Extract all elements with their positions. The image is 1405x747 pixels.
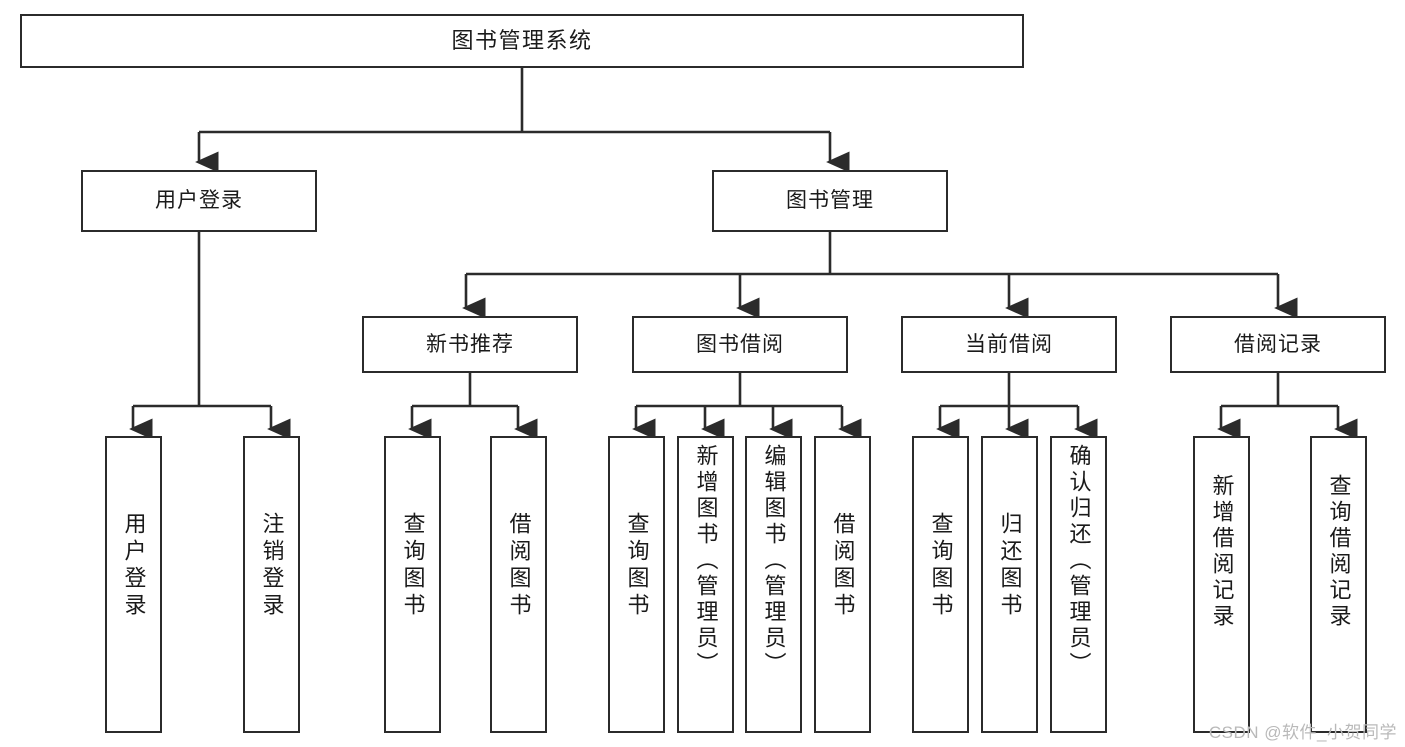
node-root-book-management-system[interactable]: 图书管理系统	[20, 14, 1024, 68]
leaf-borrow-record-add-record[interactable]: 新增借阅记录	[1193, 436, 1250, 733]
node-label: 用户登录	[155, 189, 243, 213]
leaf-new-book-borrow-book[interactable]: 借阅图书	[490, 436, 547, 733]
node-new-book-recommend[interactable]: 新书推荐	[362, 316, 578, 373]
node-current-borrow[interactable]: 当前借阅	[901, 316, 1117, 373]
node-label: 归还图书	[997, 512, 1023, 620]
leaf-current-borrow-query-book[interactable]: 查询图书	[912, 436, 969, 733]
leaf-book-borrow-borrow-book[interactable]: 借阅图书	[814, 436, 871, 733]
node-label: 查询借阅记录	[1326, 474, 1352, 630]
leaf-book-borrow-query-book[interactable]: 查询图书	[608, 436, 665, 733]
node-label: 新增借阅记录	[1209, 474, 1235, 630]
node-label: 图书借阅	[696, 332, 784, 356]
node-borrow-record[interactable]: 借阅记录	[1170, 316, 1386, 373]
leaf-book-borrow-edit-book-admin[interactable]: 编辑图书（管理员）	[745, 436, 802, 733]
leaf-current-borrow-confirm-return-admin[interactable]: 确认归还（管理员）	[1050, 436, 1107, 733]
leaf-borrow-record-query-record[interactable]: 查询借阅记录	[1310, 436, 1367, 733]
node-label: 借阅记录	[1234, 332, 1322, 356]
leaf-new-book-query-book[interactable]: 查询图书	[384, 436, 441, 733]
node-label: 新书推荐	[426, 332, 514, 356]
node-label: 注销登录	[259, 512, 285, 620]
node-label: 新增图书（管理员）	[693, 444, 719, 678]
node-label: 查询图书	[624, 512, 650, 620]
leaf-book-borrow-add-book-admin[interactable]: 新增图书（管理员）	[677, 436, 734, 733]
node-label: 图书管理系统	[451, 27, 593, 53]
leaf-user-login-login[interactable]: 用户登录	[105, 436, 162, 733]
node-label: 查询图书	[400, 512, 426, 620]
node-label: 查询图书	[928, 512, 954, 620]
node-label: 借阅图书	[506, 512, 532, 620]
leaf-user-login-logout[interactable]: 注销登录	[243, 436, 300, 733]
node-book-management[interactable]: 图书管理	[712, 170, 948, 232]
node-user-login[interactable]: 用户登录	[81, 170, 317, 232]
node-book-borrow[interactable]: 图书借阅	[632, 316, 848, 373]
node-label: 用户登录	[121, 512, 147, 620]
node-label: 借阅图书	[830, 512, 856, 620]
node-label: 图书管理	[786, 189, 874, 213]
node-label: 当前借阅	[965, 332, 1053, 356]
node-label: 确认归还（管理员）	[1066, 444, 1092, 678]
node-label: 编辑图书（管理员）	[761, 444, 787, 678]
leaf-current-borrow-return-book[interactable]: 归还图书	[981, 436, 1038, 733]
